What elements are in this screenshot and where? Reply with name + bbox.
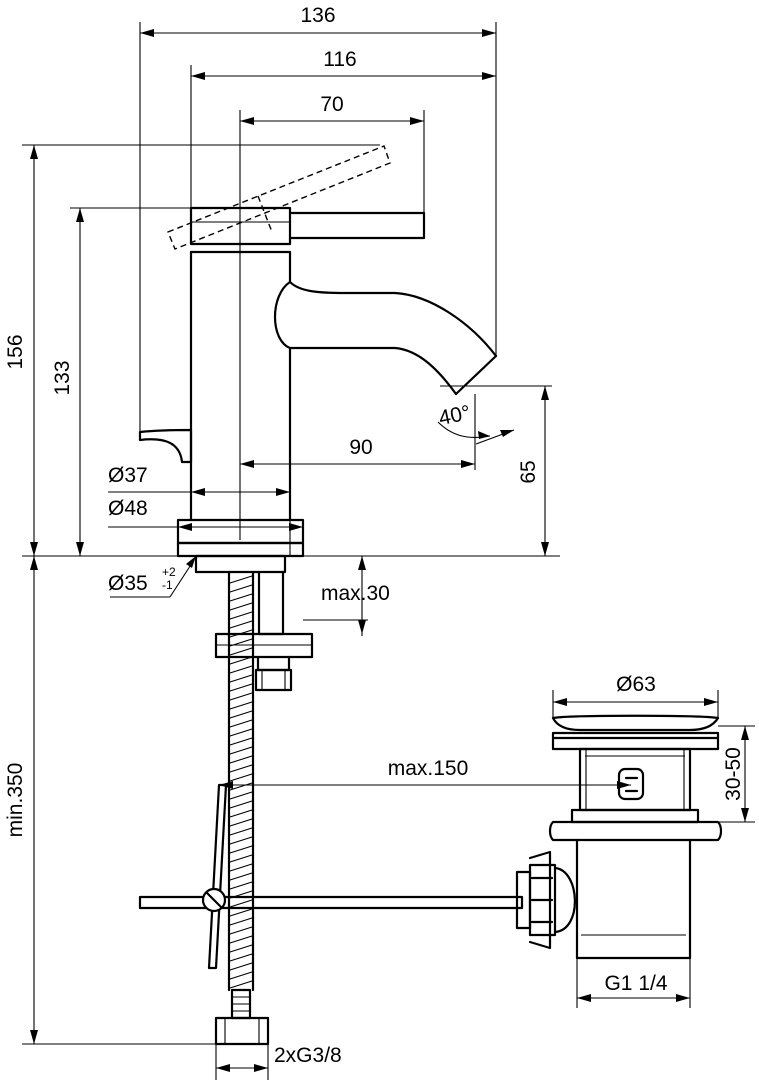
dim-hole-tol-plus: +2 bbox=[162, 565, 176, 579]
dim-drain-diameter: Ø63 bbox=[616, 673, 656, 696]
dim-width-body: 116 bbox=[323, 48, 356, 71]
dim-spout-angle: 40° bbox=[437, 401, 473, 430]
braided-hose bbox=[214, 570, 270, 1046]
dim-drain-thread: G1 1/4 bbox=[604, 972, 667, 995]
dim-base-diameter: Ø48 bbox=[108, 497, 148, 520]
dim-hose-length: min.350 bbox=[4, 763, 27, 838]
dimension-lines bbox=[22, 22, 755, 1080]
faucet-body bbox=[138, 145, 498, 574]
drain-assembly bbox=[515, 714, 723, 960]
dim-hole-diameter: Ø35 bbox=[108, 572, 148, 595]
dim-height-lever: 133 bbox=[51, 360, 74, 395]
dim-rod-length: max.150 bbox=[388, 757, 469, 780]
mounting-assembly bbox=[214, 570, 314, 692]
dim-drain-height: 30-50 bbox=[722, 747, 745, 801]
dimension-labels: 136 116 70 156 133 90 65 40° Ø37 Ø48 Ø35… bbox=[4, 4, 745, 1067]
dim-spout-reach: 90 bbox=[349, 436, 372, 459]
pull-rod bbox=[138, 783, 524, 970]
dim-lever-length: 70 bbox=[320, 93, 343, 116]
dim-max-deck: max.30 bbox=[321, 582, 390, 605]
dim-body-diameter: Ø37 bbox=[108, 464, 148, 487]
arrow-heads bbox=[30, 29, 749, 1072]
dim-spout-height: 65 bbox=[517, 460, 540, 483]
dim-hole-tol-minus: -1 bbox=[162, 578, 173, 592]
dim-width-overall: 136 bbox=[300, 4, 335, 27]
dim-hose-thread: 2xG3/8 bbox=[274, 1044, 342, 1067]
dim-height-overall: 156 bbox=[4, 334, 27, 369]
